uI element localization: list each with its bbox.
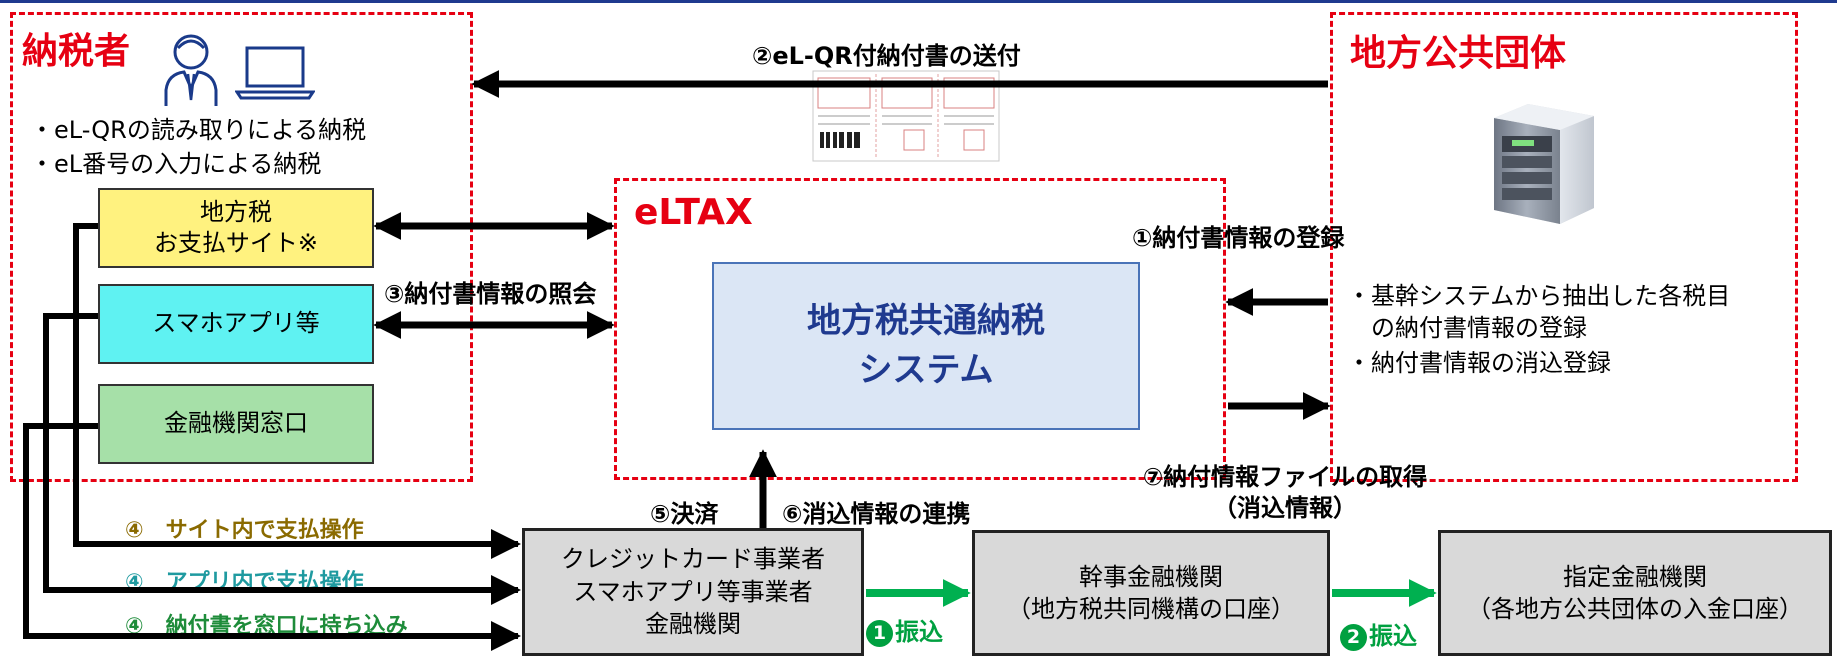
person-icon: [164, 34, 218, 106]
step5-label: ⑤決済: [650, 500, 719, 528]
step6-label: ⑥消込情報の連携: [782, 500, 971, 528]
payment-providers-box: クレジットカード事業者 スマホアプリ等事業者 金融機関: [522, 528, 864, 656]
transfer2-number: 2: [1340, 623, 1367, 651]
site-payment-op-label: ④ サイト内で支払操作: [125, 518, 364, 543]
taxpayer-bullet-2: ・eL番号の入力による納税: [30, 150, 322, 178]
taxpayer-title: 納税者: [22, 31, 131, 72]
server-icon: [1494, 104, 1594, 224]
counter-payment-line: [23, 423, 521, 651]
eltax-region: [614, 178, 1226, 480]
transfer1-text: 振込: [895, 618, 943, 646]
eltax-title: eLTAX: [634, 192, 753, 233]
local-gov-bullet-2: の納付書情報の登録: [1347, 314, 1587, 342]
step7-label: ⑦納付情報ファイルの取得 （消込情報）: [1142, 463, 1428, 523]
transfer1-number: 1: [866, 619, 893, 647]
designated-bank-box: 指定金融機関 （各地方公共団体の入金口座）: [1438, 530, 1832, 656]
lead-bank-box: 幹事金融機関 （地方税共同機構の口座）: [972, 530, 1330, 656]
taxpayer-bullet-1: ・eL-QRの読み取りによる納税: [30, 116, 367, 144]
bank-counter-box: 金融機関窓口: [98, 384, 374, 464]
step3-label: ③納付書情報の照会: [384, 280, 597, 308]
local-government-region: [1330, 12, 1798, 482]
step2-label: ②eL-QR付納付書の送付: [752, 42, 1021, 70]
transfer2-text: 振込: [1369, 622, 1417, 650]
common-tax-payment-system-box: 地方税共通納税 システム: [712, 262, 1140, 430]
laptop-icon: [235, 46, 315, 100]
step1-label: ①納付書情報の登録: [1132, 224, 1345, 252]
app-payment-line: [43, 313, 521, 605]
site-payment-line: [73, 223, 521, 559]
taxpayer-region: [10, 12, 473, 482]
top-border-line: [0, 0, 1837, 3]
payment-site-box: 地方税 お支払サイト※: [98, 188, 374, 268]
smartphone-app-box: スマホアプリ等: [98, 284, 374, 364]
local-government-title: 地方公共団体: [1350, 33, 1567, 74]
local-gov-bullet-1: ・基幹システムから抽出した各税目: [1347, 282, 1731, 310]
local-gov-bullet-3: ・納付書情報の消込登録: [1347, 349, 1611, 377]
